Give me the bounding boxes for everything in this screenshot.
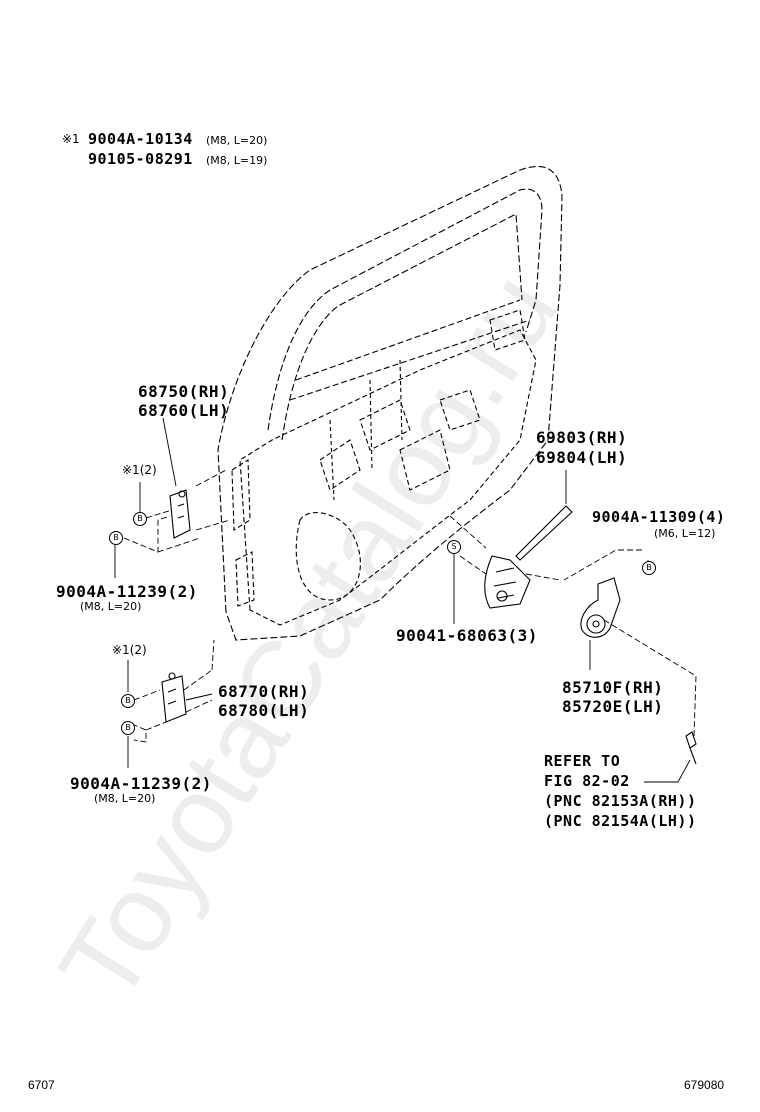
- lower-hinge-shape: [161, 675, 187, 723]
- part-regulator-screw[interactable]: 90041-68063(3): [396, 626, 538, 645]
- lower-hinge-note: ※1(2): [112, 643, 147, 657]
- part-68750-rh[interactable]: 68750(RH): [138, 382, 230, 401]
- upper-bolt-spec: (M8, L=20): [80, 600, 142, 613]
- part-68780-lh[interactable]: 68780(LH): [218, 701, 310, 720]
- footer-right-code: 679080: [684, 1078, 725, 1092]
- note-line2-part[interactable]: 90105-08291: [88, 150, 193, 168]
- regulator-bolt-spec: (M6, L=12): [654, 527, 716, 540]
- upper-hinge-note: ※1(2): [122, 463, 157, 477]
- motor-shape: [580, 577, 621, 638]
- door-frame-outline: [217, 165, 563, 641]
- leader-upper-hinge: [162, 417, 177, 487]
- part-regulator-bolt[interactable]: 9004A-11309(4): [592, 508, 726, 526]
- refer-line3[interactable]: (PNC 82153A(RH)): [544, 792, 697, 810]
- part-68760-lh[interactable]: 68760(LH): [138, 401, 230, 420]
- footer-left-code: 6707: [28, 1078, 55, 1092]
- marker-b-icon: B: [121, 721, 135, 735]
- upper-hinge-shape: [169, 489, 191, 539]
- marker-s-icon: S: [447, 540, 461, 554]
- regulator-shape: [484, 505, 573, 609]
- note-line1-spec: (M8, L=20): [206, 134, 268, 147]
- part-69803-rh[interactable]: 69803(RH): [536, 428, 628, 447]
- part-69804-lh[interactable]: 69804(LH): [536, 448, 628, 467]
- note-line2-spec: (M8, L=19): [206, 154, 268, 167]
- marker-b-icon: B: [109, 531, 123, 545]
- part-lower-bolt[interactable]: 9004A-11239(2): [70, 774, 212, 793]
- marker-b-icon: B: [133, 512, 147, 526]
- refer-line2[interactable]: FIG 82-02: [544, 772, 630, 790]
- part-68770-rh[interactable]: 68770(RH): [218, 682, 310, 701]
- door-window-frame: [267, 188, 543, 431]
- marker-b-icon: B: [642, 561, 656, 575]
- refer-line4[interactable]: (PNC 82154A(LH)): [544, 812, 697, 830]
- lower-bolt-spec: (M8, L=20): [94, 792, 156, 805]
- leader-refer: [644, 759, 691, 783]
- note-line1-part[interactable]: 9004A-10134: [88, 130, 193, 148]
- leader-regulator-bolt: [563, 549, 642, 581]
- refer-line1: REFER TO: [544, 752, 621, 770]
- part-85720e-lh[interactable]: 85720E(LH): [562, 697, 664, 716]
- note-mark: ※1: [62, 132, 80, 146]
- door-inner-panel: [239, 329, 537, 626]
- marker-b-icon: B: [121, 694, 135, 708]
- part-upper-bolt[interactable]: 9004A-11239(2): [56, 582, 198, 601]
- part-85710f-rh[interactable]: 85710F(RH): [562, 678, 664, 697]
